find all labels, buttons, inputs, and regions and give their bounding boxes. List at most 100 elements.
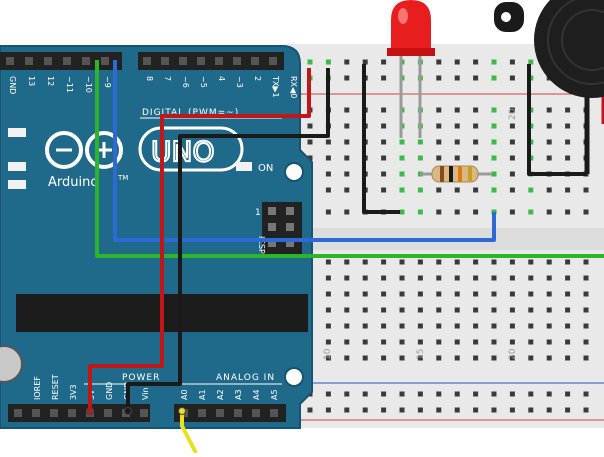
breadboard-hole: [326, 140, 331, 145]
breadboard-hole: [308, 140, 313, 145]
breadboard-hole: [473, 60, 478, 65]
breadboard-hole: [418, 140, 423, 145]
header-pin: [252, 409, 260, 417]
breadboard-hole: [473, 292, 478, 297]
breadboard-hole: [326, 292, 331, 297]
breadboard-hole: [363, 308, 368, 313]
breadboard-hole: [400, 308, 405, 313]
breadboard-hole: [565, 392, 570, 397]
breadboard-hole: [381, 292, 386, 297]
header-pin: [63, 57, 71, 65]
breadboard-hole: [455, 408, 460, 413]
led-highlight: [398, 8, 408, 24]
breadboard-hole: [492, 308, 497, 313]
brand-text: Arduino: [48, 175, 98, 190]
breadboard-hole: [326, 188, 331, 193]
breadboard-hole: [326, 392, 331, 397]
header-pin: [216, 409, 224, 417]
header-pin: [215, 57, 223, 65]
breadboard-hole: [436, 308, 441, 313]
breadboard-hole: [436, 408, 441, 413]
breadboard-hole: [363, 356, 368, 361]
breadboard-hole: [344, 124, 349, 129]
breadboard-hole: [436, 188, 441, 193]
breadboard-hole: [381, 156, 386, 161]
header-pin: [161, 57, 169, 65]
breadboard-hole: [492, 324, 497, 329]
breadboard-hole: [473, 392, 478, 397]
digital-pin-label: ~5: [199, 76, 208, 88]
indicator-pad: [8, 162, 26, 171]
breadboard-hole: [492, 408, 497, 413]
breadboard-hole: [436, 140, 441, 145]
breadboard-hole: [344, 408, 349, 413]
breadboard-hole: [344, 156, 349, 161]
breadboard-hole: [344, 210, 349, 215]
breadboard-hole: [528, 324, 533, 329]
breadboard-hole: [584, 188, 589, 193]
breadboard-hole: [344, 356, 349, 361]
breadboard-hole: [363, 292, 368, 297]
breadboard-hole: [418, 188, 423, 193]
column-number-20-top: 20: [508, 108, 518, 120]
breadboard-hole: [400, 156, 405, 161]
header-pin: [32, 409, 40, 417]
breadboard-hole: [547, 324, 552, 329]
breadboard-hole: [565, 140, 570, 145]
breadboard-hole: [363, 260, 368, 265]
breadboard-hole: [455, 108, 460, 113]
icsp-pin: [268, 223, 276, 231]
resistor-band: [440, 166, 444, 182]
power-label: POWER: [122, 373, 160, 383]
breadboard-hole: [344, 260, 349, 265]
breadboard-hole: [455, 76, 460, 81]
header-pin: [82, 57, 90, 65]
breadboard-hole: [455, 260, 460, 265]
breadboard-hole: [565, 188, 570, 193]
breadboard-hole: [308, 124, 313, 129]
breadboard-hole: [492, 340, 497, 345]
breadboard-hole: [584, 408, 589, 413]
breadboard-hole: [363, 340, 368, 345]
header-pin: [44, 57, 52, 65]
breadboard-hole: [400, 324, 405, 329]
wire-end-red: [87, 408, 94, 415]
breadboard-hole: [492, 108, 497, 113]
breadboard-hole: [547, 276, 552, 281]
mounting-hole: [285, 368, 303, 386]
breadboard-hole: [418, 408, 423, 413]
breadboard-hole: [565, 308, 570, 313]
breadboard-hole: [510, 308, 515, 313]
breadboard-hole: [436, 124, 441, 129]
digital-header-right: [138, 52, 284, 70]
breadboard-hole: [381, 408, 386, 413]
icsp-pin: [268, 207, 276, 215]
breadboard-hole: [528, 356, 533, 361]
analog-pin-label: A0: [180, 389, 189, 400]
breadboard-hole: [381, 276, 386, 281]
mounting-hole: [285, 163, 303, 181]
breadboard-hole: [326, 210, 331, 215]
breadboard-hole: [584, 340, 589, 345]
breadboard-hole: [363, 392, 368, 397]
breadboard-hole: [473, 308, 478, 313]
breadboard-hole: [492, 172, 497, 177]
on-led: [236, 162, 252, 171]
analog-pin-label: A5: [270, 389, 279, 400]
breadboard-hole: [363, 324, 368, 329]
header-pin: [179, 57, 187, 65]
indicator-pad: [8, 128, 26, 137]
breadboard-hole: [436, 276, 441, 281]
breadboard-hole: [547, 356, 552, 361]
breadboard-hole: [492, 124, 497, 129]
breadboard-hole: [547, 292, 552, 297]
breadboard-hole: [455, 356, 460, 361]
breadboard-hole: [400, 140, 405, 145]
breadboard-hole: [363, 276, 368, 281]
breadboard-hole: [381, 188, 386, 193]
breadboard-hole: [473, 156, 478, 161]
breadboard-hole: [381, 340, 386, 345]
breadboard-hole: [400, 408, 405, 413]
icsp-pin: [286, 223, 294, 231]
breadboard-hole: [418, 392, 423, 397]
